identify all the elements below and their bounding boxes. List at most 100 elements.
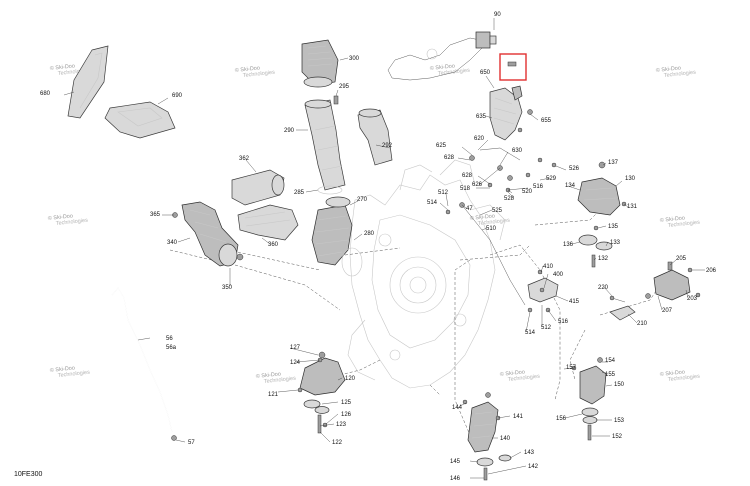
- part-362-sleeve: [231, 169, 285, 206]
- callout-label: 516: [558, 319, 569, 325]
- callout-label: 153: [614, 418, 625, 424]
- leader-lines: [63, 18, 705, 479]
- callout-label: 155: [605, 372, 616, 378]
- parts: [67, 31, 701, 481]
- callout-label: 628: [462, 173, 473, 179]
- callout-label: 154: [605, 358, 616, 364]
- callout-label: 626: [472, 182, 483, 188]
- callout-label: 133: [610, 240, 621, 246]
- callout-label: 145: [450, 459, 461, 465]
- callout-label: 628: [444, 155, 455, 161]
- watermark-text: © Ski-Doo: [469, 212, 495, 222]
- callout-label: 300: [349, 56, 360, 62]
- callout-label: 130: [625, 176, 636, 182]
- callout-label: 146: [450, 476, 461, 482]
- callout-label: 270: [357, 197, 368, 203]
- part-56-tube: [111, 287, 173, 433]
- engine-block-outline: [347, 159, 506, 389]
- callout-label: 292: [382, 143, 393, 149]
- callout-label: 120: [345, 376, 356, 382]
- callout-label: 635: [476, 114, 487, 120]
- watermark-text: © Ski-Doo: [49, 364, 75, 374]
- callout-label: 514: [427, 200, 438, 206]
- watermark-text: © Ski-Doo: [255, 370, 281, 380]
- callout-label: 56a: [166, 345, 177, 351]
- part-300-airbox: [301, 39, 339, 86]
- callout-label: 516: [533, 184, 544, 190]
- watermark-text: Technologies: [243, 70, 276, 79]
- callout-label: 152: [612, 434, 623, 440]
- callout-label: 220: [598, 285, 609, 291]
- callout-label: 290: [284, 128, 295, 134]
- callout-label: 528: [504, 196, 515, 202]
- part-680-panel: [67, 45, 109, 119]
- callout-label: 121: [268, 392, 279, 398]
- callout-label: 137: [608, 160, 619, 166]
- callout-label: 285: [294, 190, 305, 196]
- watermark-text: Technologies: [664, 70, 697, 79]
- callout-label: 205: [676, 256, 687, 262]
- callout-label: 360: [268, 242, 279, 248]
- callout-label: 142: [528, 464, 539, 470]
- highlight-box: [499, 53, 527, 81]
- callout-label: 125: [341, 400, 352, 406]
- callout-label: 124: [290, 360, 301, 366]
- callout-label: 415: [569, 299, 580, 305]
- part-90-connector: [475, 31, 491, 49]
- callout-label: 123: [336, 422, 347, 428]
- part-203-module: [653, 269, 691, 301]
- watermark-text: Technologies: [58, 370, 91, 379]
- callout-label: 135: [608, 224, 619, 230]
- part-140-bracket: [467, 401, 499, 453]
- callout-label: 47: [466, 206, 473, 212]
- callout-label: 140: [500, 436, 511, 442]
- callout-label: 203: [687, 296, 698, 302]
- part-150-bracket: [579, 365, 607, 405]
- callout-label: 350: [222, 285, 233, 291]
- callout-label: 512: [541, 325, 552, 331]
- callout-label: 340: [167, 240, 178, 246]
- callout-label: 156: [556, 416, 567, 422]
- callout-label: 400: [553, 272, 564, 278]
- watermark-text: © Ski-Doo: [49, 62, 75, 72]
- callout-label: 365: [150, 212, 161, 218]
- callout-label: 526: [569, 166, 580, 172]
- part-120-bracket: [299, 357, 346, 396]
- callout-label: 206: [706, 268, 717, 274]
- callout-label: 518: [460, 186, 471, 192]
- watermark-text: © Ski-Doo: [499, 368, 525, 378]
- callout-label: 655: [541, 118, 552, 124]
- watermark-text: Technologies: [508, 374, 541, 383]
- part-360-hose: [237, 204, 299, 241]
- watermark-text: © Ski-Doo: [659, 368, 685, 378]
- part-690-plate: [104, 101, 176, 139]
- callout-label: 141: [513, 414, 524, 420]
- callout-label: 136: [563, 242, 574, 248]
- callout-label: 529: [546, 176, 557, 182]
- callout-label: 132: [598, 256, 609, 262]
- watermark-text: Technologies: [58, 68, 91, 77]
- watermark-text: Technologies: [668, 374, 701, 383]
- callout-label: 90: [494, 12, 501, 18]
- callout-label: 122: [332, 440, 343, 446]
- diagram-code: 10FE300: [14, 471, 43, 478]
- callout-label: 295: [339, 84, 350, 90]
- callout-label: 144: [452, 405, 463, 411]
- callout-label: 210: [637, 321, 648, 327]
- callout-label: 680: [40, 91, 51, 97]
- watermark-text: © Ski-Doo: [429, 62, 455, 72]
- callout-label: 131: [627, 204, 638, 210]
- part-635-bracket: [489, 87, 523, 141]
- callout-label: 510: [486, 226, 497, 232]
- callout-label: 630: [512, 148, 523, 154]
- callout-label: 207: [662, 308, 673, 314]
- callout-label: 126: [341, 412, 352, 418]
- callout-label: 280: [364, 231, 375, 237]
- watermark-text: Technologies: [56, 218, 89, 227]
- watermark-text: © Ski-Doo: [234, 64, 260, 74]
- callout-label: 512: [438, 190, 449, 196]
- callout-label: 650: [480, 70, 491, 76]
- part-292-duct: [357, 109, 393, 166]
